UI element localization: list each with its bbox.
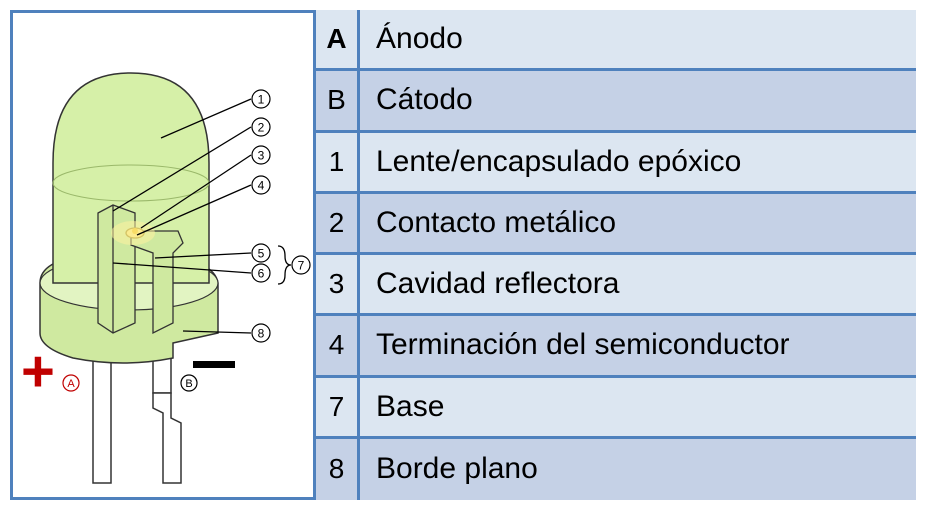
- svg-text:3: 3: [258, 149, 265, 163]
- callout-8: 8: [251, 323, 271, 343]
- legend-key: 8: [316, 438, 360, 500]
- legend-key: 1: [316, 132, 360, 191]
- legend-label: Cátodo: [360, 71, 916, 130]
- chip-glow: [111, 221, 155, 245]
- legend-key: 7: [316, 377, 360, 436]
- legend-key: A: [316, 10, 360, 69]
- minus-sign: [193, 361, 235, 368]
- legend-label: Borde plano: [360, 438, 916, 500]
- legend-key: 2: [316, 193, 360, 252]
- leader-lines: [112, 98, 292, 334]
- svg-text:8: 8: [258, 327, 265, 341]
- callout-1: 1: [251, 89, 271, 109]
- svg-text:2: 2: [258, 121, 265, 135]
- legend-key: 4: [316, 316, 360, 375]
- callout-4: 4: [251, 175, 271, 195]
- callout-6: 6: [251, 263, 271, 283]
- legend-label: Terminación del semiconductor: [360, 316, 916, 375]
- svg-text:A: A: [67, 378, 75, 390]
- svg-text:4: 4: [258, 179, 265, 193]
- anode-marker: A: [62, 374, 80, 392]
- svg-text:7: 7: [298, 259, 305, 273]
- callout-5: 5: [251, 243, 271, 263]
- svg-text:6: 6: [258, 267, 265, 281]
- legend-label: Contacto metálico: [360, 193, 916, 252]
- callout-3: 3: [251, 145, 271, 165]
- led-diagram: 1 2 3 4 5 6 7 8 +: [13, 13, 313, 497]
- plus-sign: +: [21, 339, 55, 404]
- legend-label: Ánodo: [360, 10, 916, 69]
- cathode-marker: B: [180, 374, 198, 392]
- legend-label: Lente/encapsulado epóxico: [360, 132, 916, 191]
- svg-text:B: B: [185, 378, 192, 390]
- callout-2: 2: [251, 117, 271, 137]
- svg-text:5: 5: [258, 247, 265, 261]
- legend-label: Base: [360, 377, 916, 436]
- led-leads: [92, 352, 182, 484]
- svg-text:1: 1: [258, 93, 265, 107]
- legend-key: 3: [316, 255, 360, 314]
- callout-7: 7: [291, 255, 311, 275]
- legend-key: B: [316, 71, 360, 130]
- legend-label: Cavidad reflectora: [360, 255, 916, 314]
